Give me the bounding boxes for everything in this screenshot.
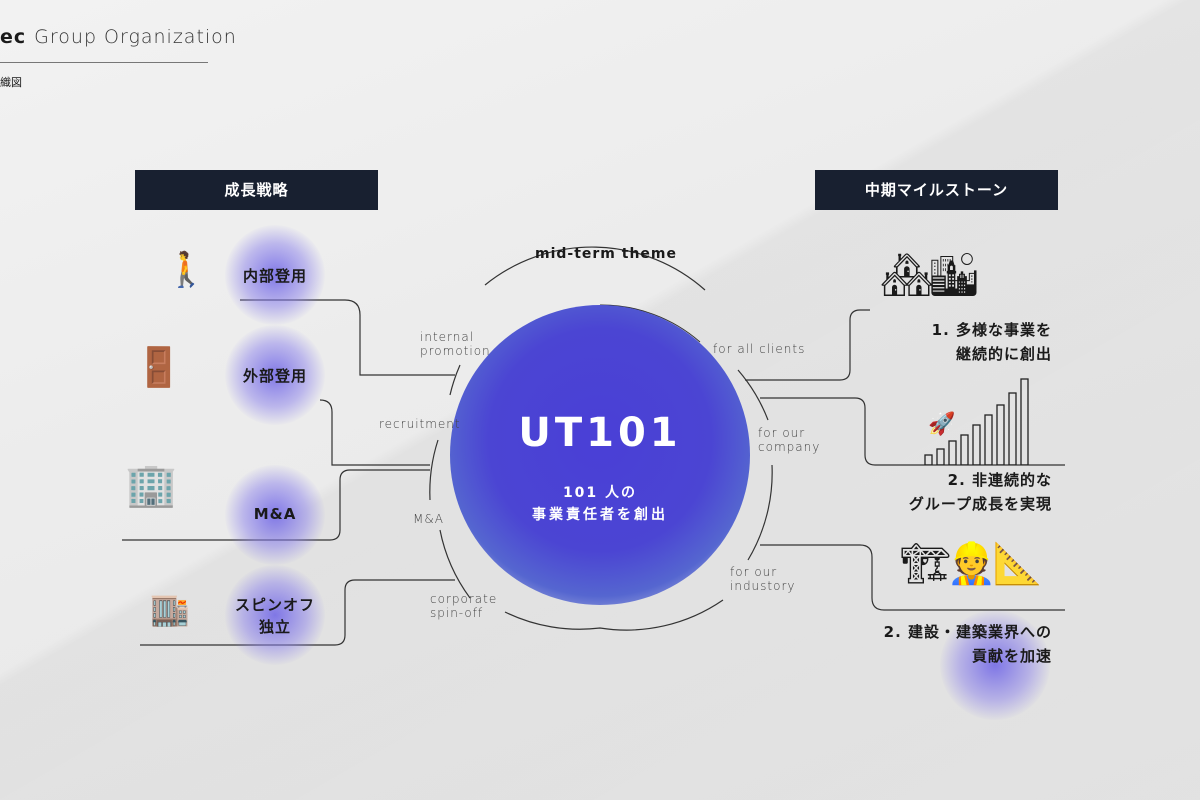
stairs-climber-icon: 🚶 (165, 250, 208, 290)
ring-label-company: for our company (758, 426, 821, 454)
strategy-ma: M&A (253, 505, 297, 523)
rocket-icon: 🚀 (928, 412, 956, 437)
spinoff-buildings-icon: 🏬 (150, 590, 190, 628)
center-line1: 101 人の (562, 485, 638, 501)
growth-strategy-header: 成長戦略 (135, 170, 378, 210)
milestone-3: 2. 建設・建築業界への 貢献を加速 (883, 623, 1052, 665)
highlight-blob (940, 610, 1050, 720)
ring-label-recruitment: recruitment (379, 417, 461, 431)
handshake-buildings-icon: 🏢 (125, 460, 178, 509)
mid-term-theme-label: mid-term theme (535, 246, 678, 262)
growth-bar-chart-icon (924, 378, 1029, 465)
strategy-spinoff: スピンオフ 独立 (234, 596, 315, 636)
highlight-blob (225, 565, 325, 665)
ring-label-spinoff: corporate spin-off (430, 592, 498, 620)
strategy-external-hiring: 外部登用 (242, 367, 307, 385)
ring-label-ma: M&A (413, 512, 444, 526)
milestone-1: 1. 多様な事業を 継続的に創出 (931, 321, 1052, 363)
highlight-blob (225, 225, 325, 325)
ut101-title: UT101 (518, 410, 682, 456)
highlight-blob (225, 465, 325, 565)
milestone-header: 中期マイルストーン (815, 170, 1058, 210)
door-people-icon: 🚪 (135, 345, 183, 389)
ring-label-industry: for our industory (730, 565, 796, 593)
cityscape-icon: 🏘🏙 (880, 250, 981, 299)
divider (0, 62, 208, 63)
ring-label-clients: for all clients (713, 342, 806, 356)
center-line2: 事業責任者を創出 (532, 507, 668, 523)
ring-label-internal-promotion: internal promotion (420, 330, 491, 358)
strategy-internal-promotion: 内部登用 (242, 267, 307, 285)
subtitle: 織図 (0, 76, 22, 89)
highlight-blob (225, 325, 325, 425)
ut101-core-circle (450, 305, 750, 605)
milestone-2: 2. 非連続的な グループ成長を実現 (908, 471, 1052, 513)
construction-icon: 🏗👷📐 (900, 541, 1042, 587)
